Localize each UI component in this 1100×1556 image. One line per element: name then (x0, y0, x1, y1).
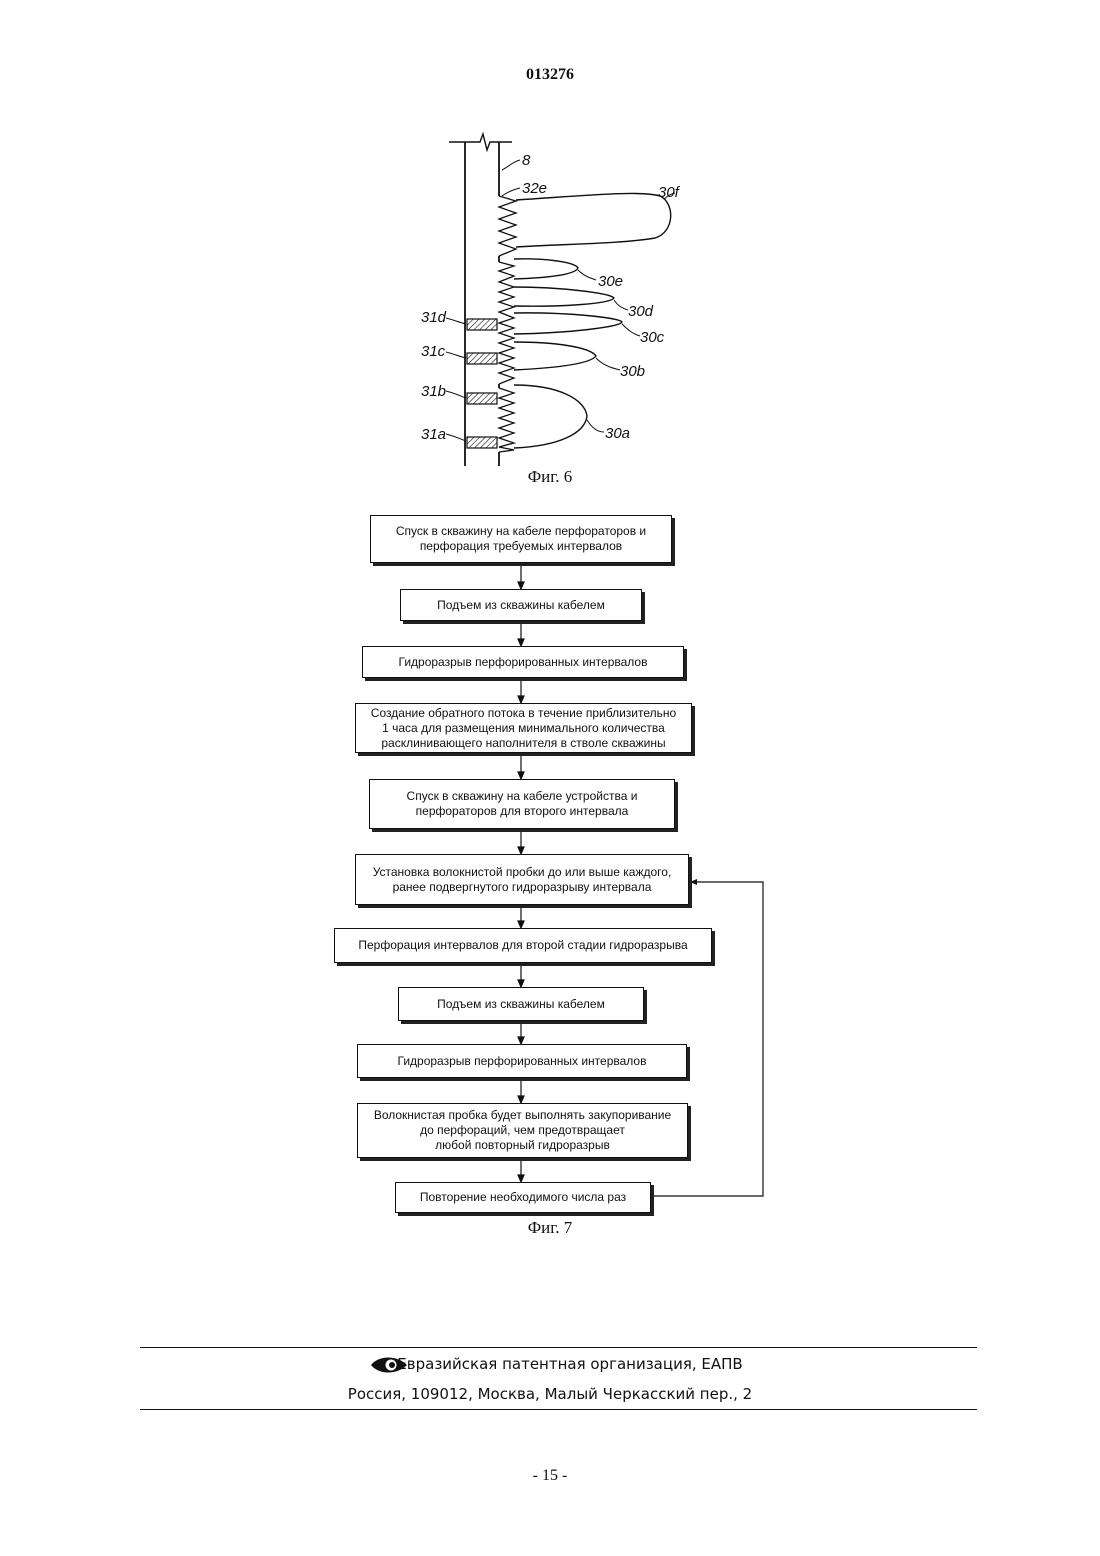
flow-step-9: Гидроразрыв перфорированных интервалов (357, 1044, 687, 1078)
flow-step-5: Спуск в скважину на кабеле устройства и … (369, 779, 675, 829)
flow-step-8: Подъем из скважины кабелем (398, 987, 644, 1021)
page-number: - 15 - (0, 1467, 1100, 1485)
figure-7-caption: Фиг. 7 (450, 1218, 650, 1238)
flow-step-1: Спуск в скважину на кабеле перфораторов … (370, 515, 672, 563)
flow-step-3: Гидроразрыв перфорированных интервалов (362, 646, 684, 678)
footer-bottom-rule (140, 1409, 977, 1410)
flow-step-4: Создание обратного потока в течение приб… (355, 703, 692, 753)
flow-step-11: Повторение необходимого числа раз (395, 1182, 651, 1213)
flow-step-7: Перфорация интервалов для второй стадии … (334, 928, 712, 963)
footer-address: Россия, 109012, Москва, Малый Черкасский… (0, 1385, 1100, 1403)
flow-step-2: Подъем из скважины кабелем (400, 589, 642, 621)
footer-top-rule (140, 1347, 977, 1348)
flow-step-10: Волокнистая пробка будет выполнять закуп… (357, 1103, 688, 1158)
flow-step-6: Установка волокнистой пробки до или выше… (355, 854, 689, 905)
footer-organization: Евразийская патентная организация, ЕАПВ (0, 1355, 1100, 1373)
